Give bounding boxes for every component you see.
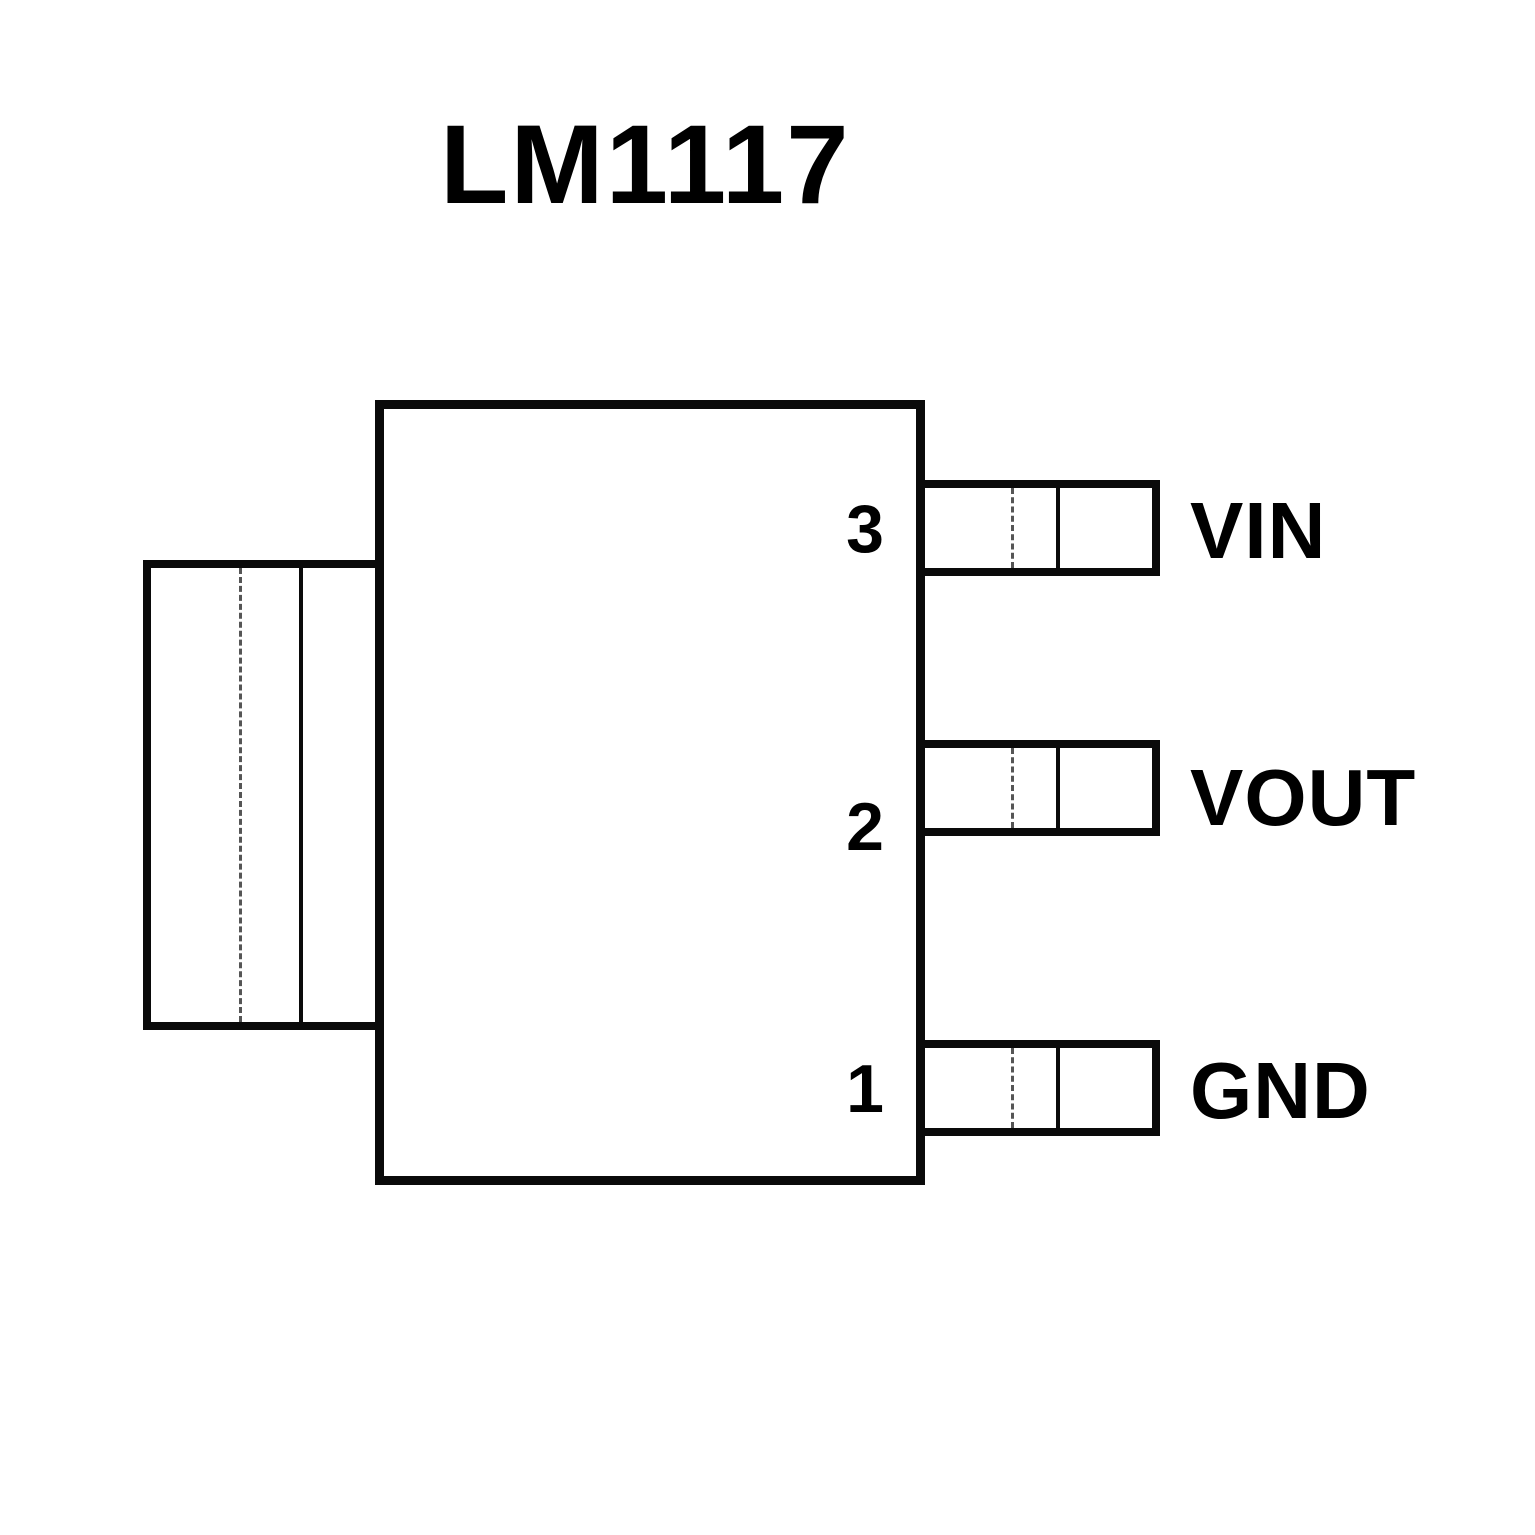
tab-inner-solid-line — [299, 568, 303, 1022]
ic-package-body — [375, 400, 925, 1185]
pin-2-number: 2 — [846, 789, 884, 865]
tab-inner-dashed-line — [239, 568, 242, 1022]
pin-1-inner-solid-line — [1056, 1048, 1060, 1128]
pin-3-label-vin: VIN — [1190, 486, 1327, 575]
pin-2-label-vout: VOUT — [1190, 753, 1417, 842]
chip-title: LM1117 — [440, 102, 851, 227]
pin-3-number: 3 — [846, 491, 884, 567]
pin-3-inner-dashed-line — [1011, 488, 1014, 568]
pin-2-inner-dashed-line — [1011, 748, 1014, 828]
pin-2-lead — [916, 740, 1160, 836]
pin-1-label-gnd: GND — [1190, 1046, 1371, 1135]
pin-2-inner-solid-line — [1056, 748, 1060, 828]
pin-3-lead — [916, 480, 1160, 576]
mounting-tab — [143, 560, 384, 1030]
pin-1-inner-dashed-line — [1011, 1048, 1014, 1128]
pin-1-lead — [916, 1040, 1160, 1136]
pin-1-number: 1 — [846, 1051, 884, 1127]
pin-3-inner-solid-line — [1056, 488, 1060, 568]
